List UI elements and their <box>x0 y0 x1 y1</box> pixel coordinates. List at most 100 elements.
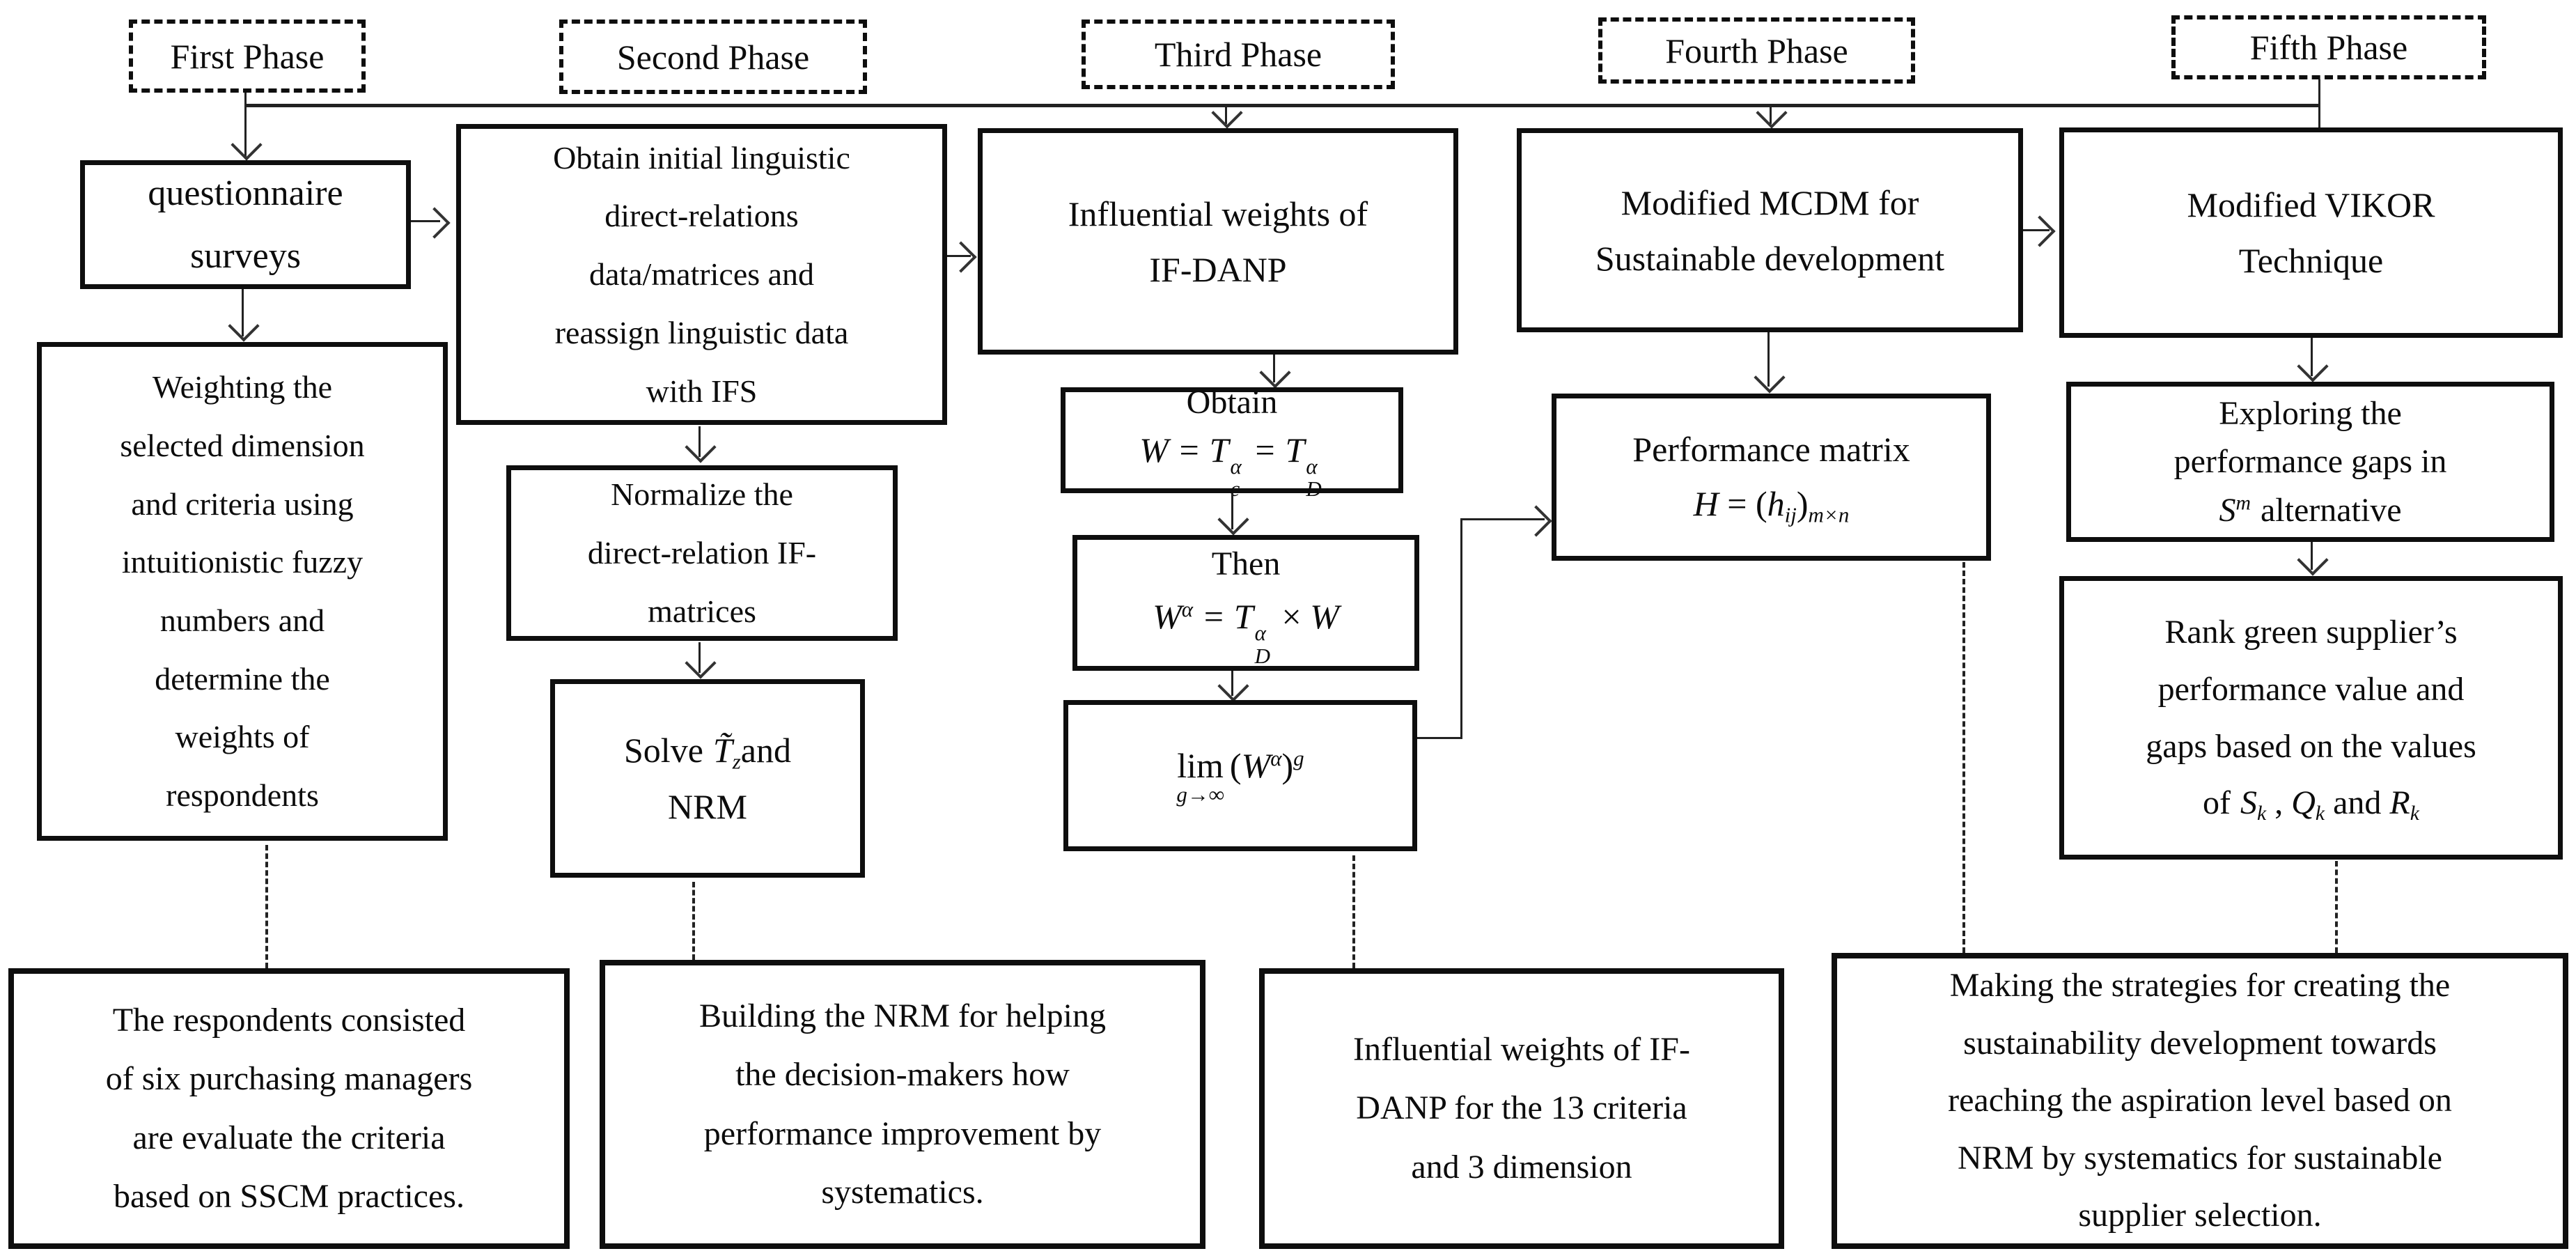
phase-label-fifth: Fifth Phase <box>2249 28 2408 67</box>
note-box-respondents: The respondents consisted of six purchas… <box>8 968 570 1249</box>
weighting-line: Weighting the <box>152 369 333 405</box>
note2-line: Building the NRM for helping <box>699 997 1106 1034</box>
arrow-down-icon <box>231 129 263 161</box>
rank-line: gaps based on the values <box>2146 727 2476 765</box>
connector-phase5-down <box>2318 79 2320 128</box>
ifdanp-line: Influential weights of <box>1068 194 1368 233</box>
arrow-right-icon <box>419 207 451 239</box>
dashed-connector-col3 <box>1352 855 1355 968</box>
phase-label-first: First Phase <box>170 36 325 76</box>
questionnaire-box: questionnaire surveys <box>80 160 411 289</box>
note-box-strategies: Making the strategies for creating the s… <box>1832 953 2568 1249</box>
obtain-initial-box: Obtain initial linguistic direct-relatio… <box>456 124 947 425</box>
obtain-initial-line: with IFS <box>646 373 758 409</box>
solve-line2: NRM <box>668 786 747 826</box>
normalize-box: Normalize the direct-relation IF- matric… <box>506 465 898 641</box>
then-label: Then <box>1211 545 1281 582</box>
connector-c5-2 <box>2311 542 2313 570</box>
arrow-down-icon <box>228 310 260 342</box>
performance-matrix-formula: H = (hij)m×n <box>1693 483 1850 527</box>
note4-line: sustainability development towards <box>1963 1024 2437 1062</box>
note2-line: the decision-makers how <box>735 1056 1070 1094</box>
arrow-right-icon <box>2024 215 2056 247</box>
connector-c3-2 <box>1231 493 1233 529</box>
weighting-line: respondents <box>166 777 319 814</box>
obtain-initial-line: Obtain initial linguistic <box>553 139 850 176</box>
arrow-right-icon <box>1520 505 1552 537</box>
questionnaire-line: questionnaire <box>148 173 343 214</box>
normalize-line: direct-relation IF- <box>587 535 817 571</box>
note-box-ifdanp-weights: Influential weights of IF- DANP for the … <box>1259 968 1784 1249</box>
connector-phase4-down <box>1770 106 1772 124</box>
phase-label-third: Third Phase <box>1154 35 1322 74</box>
connector-questionnaire-down <box>242 289 244 336</box>
phase-box-fifth: Fifth Phase <box>2171 15 2486 79</box>
connector-c2-2 <box>698 642 701 673</box>
connector-c2-1 <box>698 426 701 457</box>
dashed-connector-col1 <box>265 845 268 968</box>
arrow-down-icon <box>1756 97 1788 129</box>
arrow-right-icon <box>945 241 977 273</box>
ifdanp-line: IF-DANP <box>1149 249 1287 289</box>
obtain-initial-line: reassign linguistic data <box>554 314 849 350</box>
weighting-line: weights of <box>175 719 310 755</box>
bus-line <box>245 104 2320 107</box>
mcdm-line: Modified MCDM for <box>1621 183 1919 222</box>
weighting-line: numbers and <box>159 603 325 638</box>
obtain-initial-line: data/matrices and <box>588 256 815 293</box>
solve-word: and <box>740 731 791 770</box>
obtain-w-label: Obtain <box>1186 384 1278 421</box>
phase-label-fourth: Fourth Phase <box>1665 31 1848 70</box>
solve-word: Solve <box>624 731 703 770</box>
connector-c2-c3 <box>947 255 971 257</box>
note1-line: are evaluate the criteria <box>132 1119 446 1156</box>
weighting-box: Weighting the selected dimension and cri… <box>37 342 448 841</box>
note-box-nrm: Building the NRM for helping the decisio… <box>600 960 1205 1249</box>
weighting-line: determine the <box>155 660 330 697</box>
arrow-down-icon <box>1754 362 1786 394</box>
elbow-segment-3 <box>1460 518 1545 520</box>
arrow-down-icon <box>1211 97 1243 129</box>
connector-phase3-down <box>1225 106 1227 124</box>
note4-line: supplier selection. <box>2078 1197 2322 1234</box>
t-tilde-term: T̃z <box>712 731 741 774</box>
performance-matrix-label: Performance matrix <box>1632 430 1910 469</box>
weighting-line: and criteria using <box>131 486 354 522</box>
note4-line: reaching the aspiration level based on <box>1948 1082 2452 1119</box>
dashed-connector-col5 <box>2335 861 2338 953</box>
arrow-down-icon <box>2297 350 2329 382</box>
note1-line: based on SSCM practices. <box>114 1177 465 1215</box>
mcdm-box: Modified MCDM for Sustainable developmen… <box>1517 128 2023 332</box>
note4-line: Making the strategies for creating the <box>1949 967 2451 1004</box>
performance-matrix-box: Performance matrix H = (hij)m×n <box>1552 394 1991 561</box>
elbow-segment-1 <box>1417 737 1462 739</box>
vikor-line: Modified VIKOR <box>2187 185 2435 224</box>
elbow-segment-2 <box>1460 518 1462 739</box>
dashed-connector-col2 <box>692 882 695 960</box>
connector-questionnaire-right <box>411 220 440 222</box>
phase-box-first: First Phase <box>129 20 366 93</box>
arrow-down-icon <box>685 431 717 463</box>
rank-line: Rank green supplier’s <box>2164 614 2458 651</box>
connector-c3-3 <box>1231 671 1233 696</box>
note3-line: Influential weights of IF- <box>1353 1030 1690 1068</box>
mcdm-line: Sustainable development <box>1595 238 1945 278</box>
ifdanp-box: Influential weights of IF-DANP <box>978 128 1458 355</box>
note2-line: systematics. <box>821 1173 984 1211</box>
note4-line: NRM by systematics for sustainable <box>1958 1139 2442 1177</box>
note3-line: and 3 dimension <box>1411 1148 1632 1186</box>
arrow-down-icon <box>1217 504 1249 536</box>
phase-box-fourth: Fourth Phase <box>1598 17 1915 84</box>
note2-line: performance improvement by <box>703 1115 1102 1152</box>
